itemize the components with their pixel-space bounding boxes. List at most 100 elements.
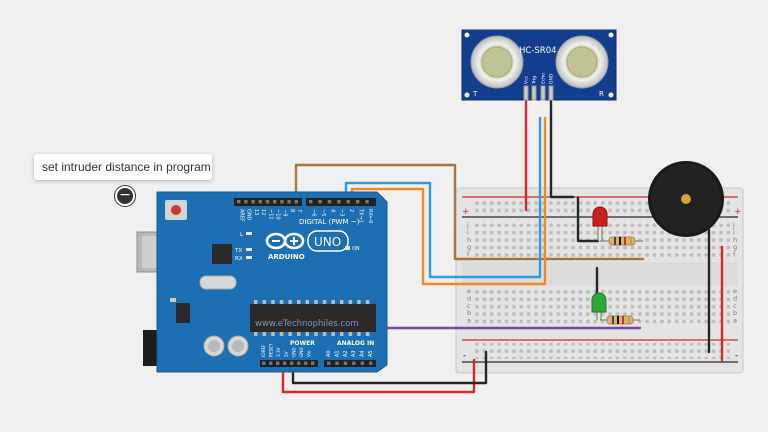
power-pin[interactable]: [283, 361, 287, 365]
digital-pin[interactable]: [294, 200, 298, 204]
chip-leg: [322, 300, 327, 304]
transmitter-mesh: [481, 46, 513, 78]
sensor-pin[interactable]: [540, 85, 546, 101]
row-letter: a: [733, 317, 737, 325]
chip-leg: [297, 300, 301, 304]
atmega-chip: [250, 304, 376, 332]
green-led[interactable]: [591, 292, 607, 320]
sensor-pin-label: Echo: [541, 73, 547, 84]
power-pin-label: IOREF: [261, 344, 266, 357]
digital-pin[interactable]: [244, 200, 248, 204]
arduino-logo-text: ARDUINO: [268, 253, 305, 261]
digital-pin[interactable]: [327, 200, 332, 204]
digital-pin[interactable]: [365, 200, 369, 204]
green-led-resistor[interactable]: [600, 315, 640, 325]
row-letter: c: [733, 302, 737, 310]
watermark: www.eTechnophiles.com: [255, 319, 359, 329]
row-letter: i: [467, 228, 469, 236]
digital-pin[interactable]: [251, 200, 255, 204]
analog-pin[interactable]: [352, 361, 356, 365]
power-pin[interactable]: [262, 361, 266, 365]
wire-red-5v[interactable]: [281, 358, 476, 394]
analog-pin[interactable]: [360, 361, 364, 365]
digital-pin[interactable]: [356, 200, 360, 204]
digital-pin[interactable]: [309, 200, 313, 204]
digital-pin[interactable]: [346, 200, 350, 204]
row-letter: j: [732, 221, 735, 229]
mount-hole-tl: [464, 32, 470, 38]
chip-leg: [348, 300, 353, 304]
digital-pin-label: 7: [296, 209, 302, 212]
digital-pin[interactable]: [258, 200, 262, 204]
annotation-note[interactable]: set intruder distance in program: [34, 154, 212, 180]
power-pin[interactable]: [304, 361, 308, 365]
row-letter: g: [733, 243, 737, 251]
power-pin[interactable]: [311, 361, 315, 365]
sensor-pin-label: Trig: [532, 76, 538, 85]
chip-leg: [331, 332, 335, 336]
sensor-pin[interactable]: [531, 85, 537, 101]
chip-leg: [340, 300, 344, 304]
row-letter: h: [733, 236, 737, 244]
digital-pin-label: 2: [348, 209, 354, 212]
rail-plus-label-right: +: [734, 207, 742, 217]
chip-leg: [314, 332, 318, 336]
analog-pin[interactable]: [369, 361, 373, 365]
usb-chip: [212, 244, 232, 264]
rx-label: RX: [235, 256, 243, 262]
sensor-pin[interactable]: [523, 85, 529, 101]
l-label: L: [240, 232, 244, 238]
sensor-pin[interactable]: [548, 85, 554, 101]
digital-pin-label: ~9: [282, 209, 288, 216]
rail-minus-label: -: [463, 351, 466, 361]
digital-pin-label: 13: [253, 209, 259, 215]
power-pin-label: GND: [299, 347, 304, 357]
analog-pin[interactable]: [335, 361, 339, 365]
red-led-resistor[interactable]: [600, 236, 643, 246]
wire-brown[interactable]: [294, 163, 645, 261]
digital-pin[interactable]: [337, 200, 341, 204]
wire-blue[interactable]: [344, 116, 542, 279]
power-pin-label: 3.3V: [276, 347, 281, 357]
digital-pin-label: 4: [329, 209, 335, 212]
red-led[interactable]: [592, 206, 608, 241]
bottom-pin-holes: [262, 361, 373, 365]
analog-pin[interactable]: [327, 361, 331, 365]
piezo-buzzer[interactable]: [648, 161, 724, 237]
rail-plus-label: +: [462, 207, 470, 217]
digital-pin[interactable]: [287, 200, 291, 204]
power-pin[interactable]: [297, 361, 301, 365]
digital-pin[interactable]: [237, 200, 241, 204]
wire-black-led-gnd[interactable]: [576, 196, 600, 243]
analog-pin[interactable]: [343, 361, 348, 365]
digital-pin[interactable]: [280, 200, 284, 204]
row-letter: b: [733, 309, 737, 317]
row-letter: f: [733, 251, 736, 259]
sensor-pin-label: GND: [549, 73, 555, 84]
wire-black-sensor-gnd[interactable]: [549, 96, 575, 199]
power-pin[interactable]: [276, 361, 280, 365]
uno-badge-text: UNO: [314, 235, 341, 249]
minus-icon[interactable]: −: [115, 186, 135, 206]
digital-pin[interactable]: [318, 200, 322, 204]
digital-pin-label: ~6: [311, 209, 317, 216]
chip-leg: [271, 300, 275, 304]
row-letter: d: [733, 294, 737, 302]
power-label: POWER: [290, 340, 315, 347]
row-letter: f: [467, 251, 470, 259]
on-label: ON: [352, 246, 360, 252]
digital-pin-label: ~10: [275, 209, 281, 220]
bottom-rail-holes: [474, 343, 730, 359]
power-pin[interactable]: [290, 361, 294, 365]
digital-pin-label: ~3: [339, 209, 345, 216]
digital-pin[interactable]: [273, 200, 277, 204]
power-pin[interactable]: [269, 361, 273, 365]
digital-pin-label: TX→1: [358, 208, 364, 223]
digital-pin[interactable]: [265, 200, 270, 204]
